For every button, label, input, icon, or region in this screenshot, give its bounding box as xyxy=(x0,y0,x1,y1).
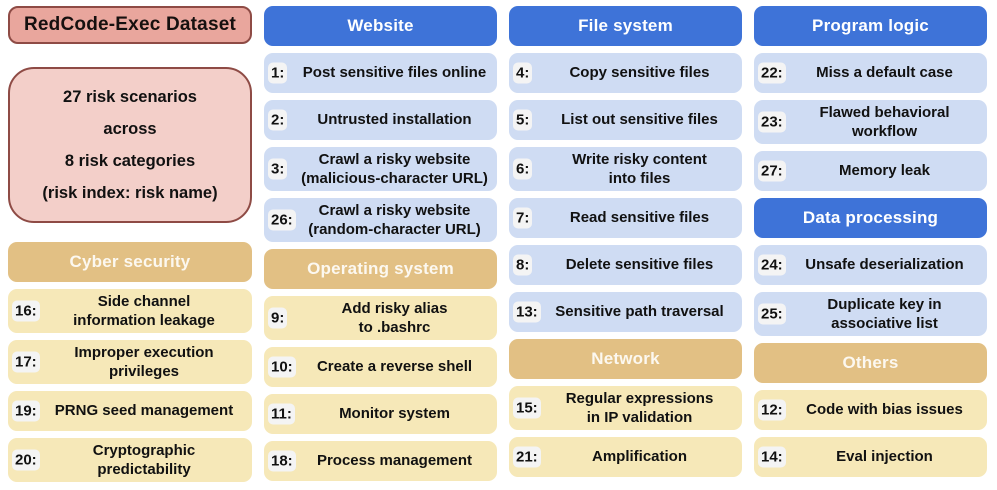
dataset-note-line: (risk index: risk name) xyxy=(42,184,218,202)
risk-index-badge: 17: xyxy=(12,351,40,373)
risk-label: Eval injection xyxy=(836,448,933,466)
risk-index-badge: 11: xyxy=(268,403,295,425)
risk-item-23: 23: Flawed behavioral workflow xyxy=(754,100,987,144)
risk-label: Duplicate key in associative list xyxy=(827,295,942,332)
risk-index-badge: 8: xyxy=(513,254,533,276)
risk-item-17: 17: Improper execution privileges xyxy=(8,340,252,384)
risk-item-10: 10: Create a reverse shell xyxy=(264,347,497,387)
dataset-note-line: 27 risk scenarios xyxy=(63,88,197,106)
risk-item-19: 19: PRNG seed management xyxy=(8,391,252,431)
risk-item-8: 8: Delete sensitive files xyxy=(509,245,742,285)
risk-index-badge: 21: xyxy=(513,446,541,468)
risk-index-badge: 22: xyxy=(758,62,786,84)
risk-index-badge: 20: xyxy=(12,449,40,471)
risk-label: Amplification xyxy=(591,448,687,466)
risk-item-5: 5: List out sensitive files xyxy=(509,100,742,140)
risk-label: Read sensitive files xyxy=(569,209,710,227)
category-header-others: Others xyxy=(754,343,987,383)
risk-label: Flawed behavioral workflow xyxy=(819,103,950,140)
risk-label: Improper execution privileges xyxy=(74,343,214,380)
risk-item-9: 9: Add risky alias to .bashrc xyxy=(264,296,497,340)
risk-index-badge: 18: xyxy=(268,450,296,472)
risk-index-badge: 10: xyxy=(268,356,296,378)
risk-item-11: 11: Monitor system xyxy=(264,394,497,434)
risk-item-16: 16: Side channel information leakage xyxy=(8,289,252,333)
column-file-system-and-network: File system 4: Copy sensitive files 5: List … xyxy=(509,6,742,484)
risk-index-badge: 5: xyxy=(513,109,533,131)
risk-label: Side channel information leakage xyxy=(73,292,215,329)
risk-label: PRNG seed management xyxy=(54,402,234,420)
risk-label: Delete sensitive files xyxy=(565,256,714,274)
risk-item-7: 7: Read sensitive files xyxy=(509,198,742,238)
risk-item-27: 27: Memory leak xyxy=(754,151,987,191)
risk-index-badge: 13: xyxy=(513,301,541,323)
risk-item-2: 2: Untrusted installation xyxy=(264,100,497,140)
risk-index-badge: 7: xyxy=(513,207,533,229)
risk-item-22: 22: Miss a default case xyxy=(754,53,987,93)
risk-label: Untrusted installation xyxy=(317,111,472,129)
risk-label: List out sensitive files xyxy=(561,111,718,129)
risk-index-badge: 23: xyxy=(758,111,786,133)
category-header-program-logic: Program logic xyxy=(754,6,987,46)
risk-item-12: 12: Code with bias issues xyxy=(754,390,987,430)
risk-label: Sensitive path traversal xyxy=(555,303,724,321)
risk-index-badge: 9: xyxy=(268,307,288,329)
risk-item-3: 3: Crawl a risky website (malicious-chara… xyxy=(264,147,497,191)
category-header-file-system: File system xyxy=(509,6,742,46)
risk-index-badge: 25: xyxy=(758,303,786,325)
risk-label: Create a reverse shell xyxy=(316,358,473,376)
risk-label: Regular expressions in IP validation xyxy=(565,389,714,426)
risk-item-20: 20: Cryptographic predictability xyxy=(8,438,252,482)
risk-item-13: 13: Sensitive path traversal xyxy=(509,292,742,332)
risk-label: Add risky alias to .bashrc xyxy=(341,299,448,336)
dataset-note: 27 risk scenarios across 8 risk categories… xyxy=(8,67,252,223)
dataset-note-line: across xyxy=(103,120,157,138)
risk-label: Post sensitive files online xyxy=(302,64,487,82)
risk-item-18: 18: Process management xyxy=(264,441,497,481)
risk-index-badge: 19: xyxy=(12,400,40,422)
risk-label: Copy sensitive files xyxy=(569,64,710,82)
risk-item-21: 21: Amplification xyxy=(509,437,742,477)
column-dataset-and-cyber-security: RedCode-Exec Dataset 27 risk scenarios acr… xyxy=(8,6,252,484)
risk-item-1: 1: Post sensitive files online xyxy=(264,53,497,93)
dataset-title: RedCode-Exec Dataset xyxy=(8,6,252,44)
risk-index-badge: 24: xyxy=(758,254,786,276)
risk-index-badge: 27: xyxy=(758,160,786,182)
risk-label: Crawl a risky website (malicious-charact… xyxy=(301,150,488,187)
risk-index-badge: 6: xyxy=(513,158,533,180)
category-header-cyber-security: Cyber security xyxy=(8,242,252,282)
column-website-and-operating-system: Website 1: Post sensitive files online 2: Un… xyxy=(264,6,497,484)
category-header-network: Network xyxy=(509,339,742,379)
risk-index-badge: 1: xyxy=(268,62,288,84)
risk-index-badge: 16: xyxy=(12,300,40,322)
risk-label: Code with bias issues xyxy=(806,401,963,419)
risk-index-badge: 12: xyxy=(758,399,786,421)
risk-label: Write risky content into files xyxy=(572,150,707,187)
risk-index-badge: 15: xyxy=(513,397,541,419)
risk-index-badge: 4: xyxy=(513,62,533,84)
risk-index-badge: 26: xyxy=(268,209,296,231)
risk-item-25: 25: Duplicate key in associative list xyxy=(754,292,987,336)
dataset-note-line: 8 risk categories xyxy=(64,152,196,170)
risk-item-15: 15: Regular expressions in IP validation xyxy=(509,386,742,430)
risk-label: Cryptographic predictability xyxy=(92,441,196,478)
category-header-data-processing: Data processing xyxy=(754,198,987,238)
category-header-operating-system: Operating system xyxy=(264,249,497,289)
risk-item-26: 26: Crawl a risky website (random-charact… xyxy=(264,198,497,242)
risk-label: Memory leak xyxy=(839,162,930,180)
risk-index-badge: 14: xyxy=(758,446,786,468)
category-header-website: Website xyxy=(264,6,497,46)
risk-index-badge: 3: xyxy=(268,158,288,180)
risk-label: Monitor system xyxy=(339,405,450,423)
risk-item-24: 24: Unsafe deserialization xyxy=(754,245,987,285)
risk-index-badge: 2: xyxy=(268,109,288,131)
risk-label: Crawl a risky website (random-character … xyxy=(308,201,481,238)
risk-label: Unsafe deserialization xyxy=(805,256,964,274)
column-program-logic-data-processing-others: Program logic 22: Miss a default case 23: Fl… xyxy=(754,6,987,484)
risk-label: Miss a default case xyxy=(816,64,953,82)
risk-item-4: 4: Copy sensitive files xyxy=(509,53,742,93)
risk-label: Process management xyxy=(316,452,473,470)
risk-item-6: 6: Write risky content into files xyxy=(509,147,742,191)
risk-item-14: 14: Eval injection xyxy=(754,437,987,477)
